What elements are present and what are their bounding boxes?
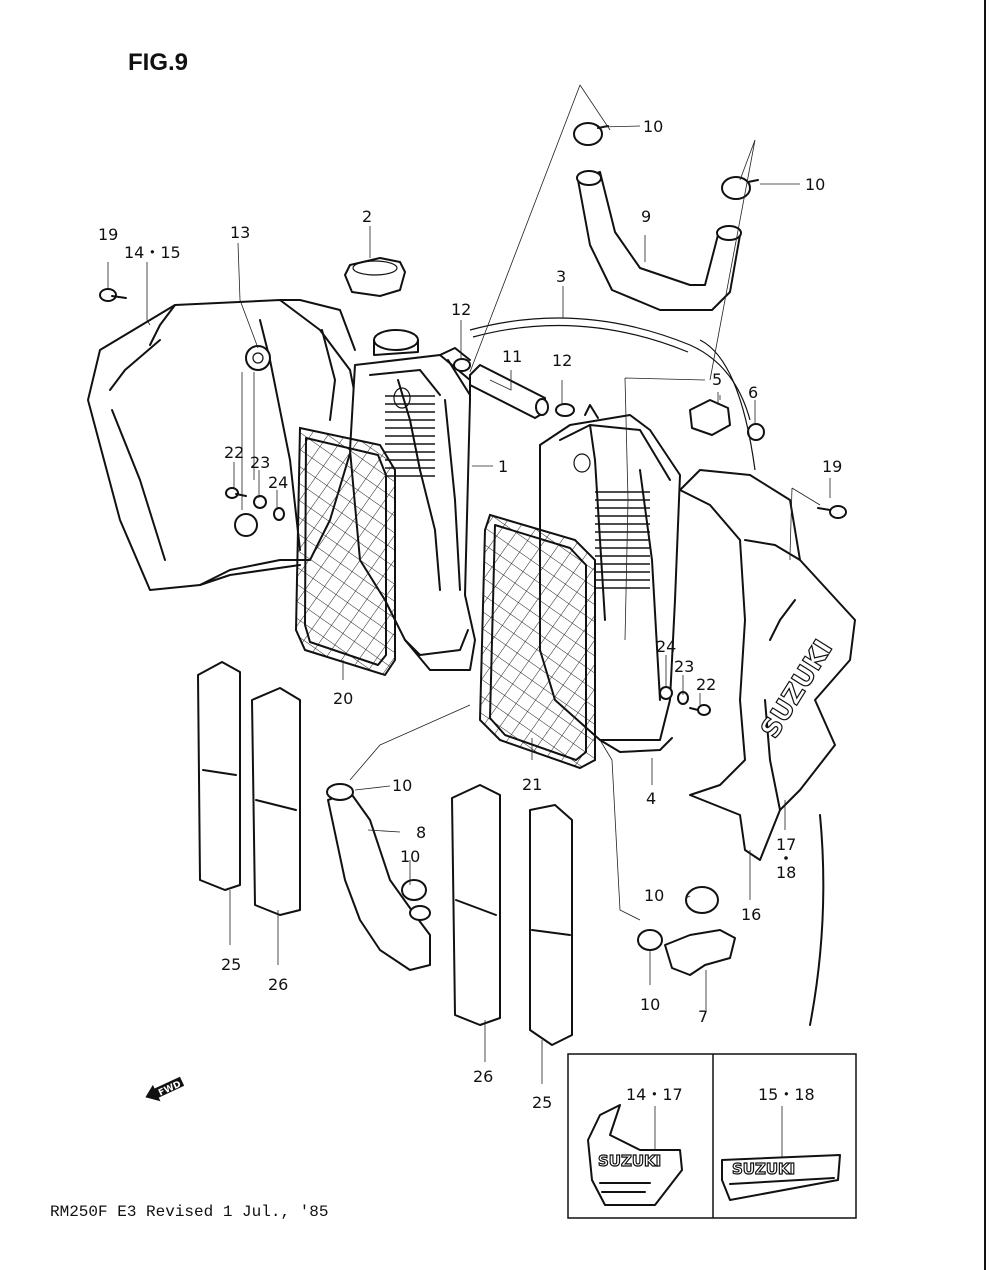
callout-21: 21 <box>522 775 542 794</box>
forward-arrow-icon: FWD <box>145 1076 185 1102</box>
callout-12: 12 <box>451 300 471 319</box>
callout-7: 7 <box>698 1007 708 1026</box>
callout-dot <box>784 856 788 860</box>
callout-10: 10 <box>400 847 420 866</box>
decal-inset-box: 14・17 15・18 SUZUKI SUZUKI <box>567 1053 857 1219</box>
callout-23: 23 <box>674 657 694 676</box>
figure-title: FIG.9 <box>128 49 188 76</box>
callout-18: 18 <box>776 863 796 882</box>
callout-10: 10 <box>644 886 664 905</box>
left-mount-hardware <box>99 262 285 537</box>
callout-8: 8 <box>416 823 426 842</box>
inset-left-brand: SUZUKI <box>598 1152 661 1170</box>
callout-12: 12 <box>552 351 572 370</box>
callout-10: 10 <box>643 117 663 136</box>
callout-14-15: 14・15 <box>124 243 181 262</box>
breather-hose-3 <box>469 317 751 421</box>
hose-clamps-top <box>573 122 759 200</box>
short-hose-11 <box>453 358 575 419</box>
callout-26: 26 <box>268 975 288 994</box>
callout-10: 10 <box>805 175 825 194</box>
callout-25: 25 <box>532 1093 552 1112</box>
callout-23: 23 <box>250 453 270 472</box>
callout-26: 26 <box>473 1067 493 1086</box>
callout-22: 22 <box>696 675 716 694</box>
callout-20: 20 <box>333 689 353 708</box>
radiator-cap <box>344 257 406 297</box>
revision-footer: RM250F E3 Revised 1 Jul., '85 <box>50 1203 328 1221</box>
left-radiator-shroud <box>87 299 361 591</box>
callout-labels: 10 10 9 2 19 14・15 13 3 12 11 12 5 6 1 1… <box>98 117 842 1112</box>
callout-10: 10 <box>640 995 660 1014</box>
callout-9: 9 <box>641 207 651 226</box>
upper-hose-9 <box>576 170 742 311</box>
right-radiator-grille <box>478 513 596 770</box>
callout-16: 16 <box>741 905 761 924</box>
inset-right-brand: SUZUKI <box>732 1160 795 1178</box>
callout-3: 3 <box>556 267 566 286</box>
callout-13: 13 <box>230 223 250 242</box>
right-radiator-shroud: SUZUKI <box>679 469 856 861</box>
lower-hose-8 <box>326 783 431 971</box>
right-mount-hardware <box>659 395 847 716</box>
callout-10: 10 <box>392 776 412 795</box>
callout-24: 24 <box>656 637 676 656</box>
callout-19: 19 <box>822 457 842 476</box>
frame-arc <box>809 814 825 1026</box>
left-side-seals <box>197 661 301 916</box>
callout-25: 25 <box>221 955 241 974</box>
inset-label-14-17: 14・17 <box>626 1085 683 1104</box>
callout-6: 6 <box>748 383 758 402</box>
callout-4: 4 <box>646 789 656 808</box>
leader-lines <box>146 84 831 1084</box>
callout-2: 2 <box>362 207 372 226</box>
callout-17: 17 <box>776 835 796 854</box>
inset-label-15-18: 15・18 <box>758 1085 815 1104</box>
callout-5: 5 <box>712 370 722 389</box>
right-side-seals <box>451 784 573 1046</box>
lower-hose-7 <box>637 886 736 976</box>
callout-1: 1 <box>498 457 508 476</box>
callout-11: 11 <box>502 347 522 366</box>
callout-19: 19 <box>98 225 118 244</box>
left-radiator-grille <box>294 426 396 677</box>
callout-22: 22 <box>224 443 244 462</box>
callout-24: 24 <box>268 473 288 492</box>
